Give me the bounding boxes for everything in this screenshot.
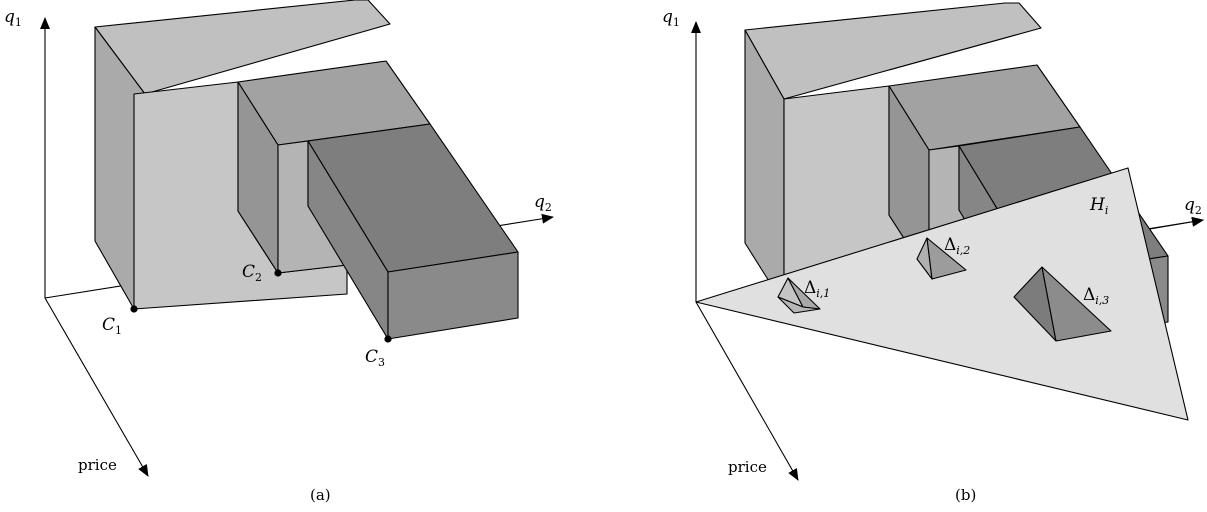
point-c3-marker (384, 335, 392, 343)
simplex-delta-i3 (1013, 266, 1112, 342)
axis-q2-label-b: q2 (1184, 195, 1202, 217)
point-c2-label: C2 (242, 262, 262, 284)
axis-q2-label-a: q2 (534, 192, 552, 214)
caption-a: (a) (310, 486, 331, 504)
simplex-delta-i2-label: Δi,2 (944, 235, 970, 257)
axis-price-b (695, 301, 799, 481)
dark-bar-front-a (387, 251, 519, 340)
axis-price-label-a: price (78, 456, 117, 474)
point-c3-label: C3 (365, 347, 385, 369)
point-c2-marker (274, 269, 282, 277)
axis-q1-label-a: q1 (4, 7, 22, 29)
hyperplane-h-i (695, 167, 1189, 421)
plane-h-label: Hi (1089, 195, 1108, 217)
simplex-delta-i3-label: Δi,3 (1083, 285, 1109, 307)
panel-b: q1 q2 price Hi Δi,1 Δi,2 Δi,3 (b) (662, 2, 1204, 504)
axis-price-a (44, 297, 149, 477)
caption-b: (b) (955, 486, 976, 504)
axis-q1-label-b: q1 (662, 7, 680, 29)
axis-price-label-b: price (728, 458, 767, 476)
simplex-delta-i1 (777, 277, 821, 314)
panel-a: q1 q2 price C1 C2 C3 (a) (4, 0, 554, 504)
simplex-delta-i1-label: Δi,1 (804, 278, 830, 300)
axis-q2-b-front (1149, 216, 1204, 230)
simplex-delta-i2 (916, 237, 967, 280)
point-c1-label: C1 (102, 315, 122, 337)
point-c1-marker (130, 305, 138, 313)
